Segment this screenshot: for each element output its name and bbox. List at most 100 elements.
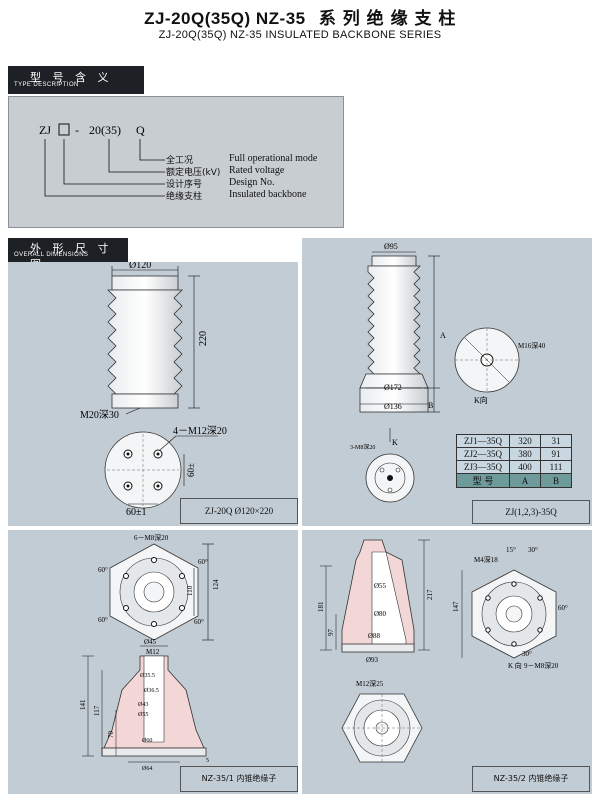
zj35-m: 3-M8深20: [350, 443, 375, 451]
table-cell: 型 号: [456, 473, 510, 488]
type-item-1-cn: 额定电压(kV): [166, 168, 221, 178]
zj35-k2: K: [392, 438, 398, 447]
table-row: ZJ3—35Q 400 111: [456, 460, 572, 474]
nz1-d35: Ø35.5: [140, 673, 155, 679]
table-header-row: 型 号 A B: [456, 473, 572, 488]
nz35-1-side-view: [101, 655, 207, 757]
nz2-d55: Ø55: [374, 582, 387, 590]
type-item-1-en: Rated voltage: [229, 165, 285, 176]
type-item-3-cn: 绝缘支柱: [166, 192, 203, 202]
nz1-h141: 141: [79, 699, 87, 710]
table-cell: ZJ2—35Q: [456, 447, 510, 461]
panel-zj-35q: Ø95 A B Ø172 Ø136 M16深40 K向 K 3-M8深20: [302, 238, 592, 526]
zj35-kview-label: K向: [474, 395, 488, 405]
nz1-h117: 117: [93, 705, 101, 716]
page-subtitle: ZJ-20Q(35Q) NZ-35 INSULATED BACKBONE SER…: [158, 29, 442, 41]
nz35-2-caption: NZ-35/2 内锥绝缘子: [472, 766, 590, 792]
nz35-2-side-view: [341, 539, 415, 653]
dim-header-en: OVERALL DIMENSIONS: [14, 252, 89, 258]
table-cell: B: [540, 473, 572, 488]
zj35-d2: Ø136: [384, 402, 402, 411]
type-item-2-cn: 设计序号: [166, 180, 203, 190]
zj-thread-label: M20深30: [80, 409, 119, 421]
panel-divider-v: [300, 238, 301, 794]
nz2-d80: Ø80: [374, 610, 387, 618]
nz2-d93: Ø93: [366, 656, 379, 664]
nz2-a15: 15°: [506, 546, 516, 554]
nz1-d60: Ø60: [142, 738, 152, 744]
leader-lines: [44, 139, 165, 197]
zj35-bottom-view: [365, 453, 415, 503]
page-title: ZJ-20Q(35Q) NZ-35 系 列 绝 缘 支 柱: [0, 4, 600, 29]
zj-35q-caption: ZJ(1,2,3)-35Q: [472, 500, 590, 524]
code-box: [58, 123, 70, 136]
zj35-k-view: [454, 327, 520, 393]
table-cell: ZJ1—35Q: [456, 434, 510, 448]
nz35-2-bottom-view: [341, 693, 423, 763]
zj-pitch-v: 60±: [186, 463, 196, 477]
zj-holes-label: 4－M12深20: [173, 425, 227, 437]
table-cell: 400: [509, 460, 541, 474]
panel-nz-35-2: 181 97 217 Ø55 Ø80 Ø88 Ø93 147 M4深18 15°…: [302, 530, 592, 794]
table-cell: 380: [509, 447, 541, 461]
nz1-d43: Ø43: [138, 702, 148, 708]
table-cell: ZJ3—35Q: [456, 460, 510, 474]
nz2-m12: M12深25: [356, 679, 384, 688]
nz2-h97: 97: [327, 629, 335, 637]
nz2-h181: 181: [317, 601, 325, 612]
nz1-w110: 110: [186, 585, 194, 596]
zj35-spec-table: ZJ1—35Q 320 31 ZJ2—35Q 380 91 ZJ3—35Q 40…: [456, 434, 572, 488]
nz35-2-drawing: 181 97 217 Ø55 Ø80 Ø88 Ø93 147 M4深18 15°…: [317, 539, 568, 763]
zj35-top: Ø95: [384, 242, 398, 251]
zj-height-label: 220: [198, 331, 209, 346]
table-cell: A: [509, 473, 541, 488]
nz1-d45: Ø45: [144, 638, 157, 646]
zj35-m16: M16深40: [518, 341, 546, 350]
zj35-spec-table-wrap: ZJ1—35Q 320 31 ZJ2—35Q 380 91 ZJ3—35Q 40…: [456, 434, 572, 488]
zj35-a: A: [440, 331, 446, 340]
nz2-a30a: 30°: [528, 546, 538, 554]
panel-zj-20q: Ø120 220 M20深30 4－M12深20 60± 60±1 ZJ-20Q…: [8, 260, 298, 526]
table-cell: 111: [540, 460, 572, 474]
zj-20q-caption: ZJ-20Q Ø120×220: [180, 498, 298, 524]
type-description-header: 型 号 含 义 TYPE DESCRIPTION: [8, 66, 144, 94]
nz1-w124: 124: [212, 579, 220, 590]
table-cell: 320: [509, 434, 541, 448]
zj-pitch-h: 60±1: [126, 507, 147, 518]
nz1-h5: 5: [206, 758, 209, 764]
zj-20q-insulator: [107, 275, 183, 409]
nz35-1-drawing: 6－M8深20 60° 60° 60° 60° 124 110 Ø45 M12 …: [79, 533, 220, 772]
nz35-1-caption: NZ-35/1 内锥绝缘子: [180, 766, 298, 792]
nz1-a60c: 60°: [98, 616, 108, 624]
code-voltage: 20(35): [89, 123, 121, 137]
type-item-0-en: Full operational mode: [229, 153, 318, 164]
type-description-box: ZJ - 20(35) Q 全工况 额定电压(kV) 设计序号 绝缘支柱 Ful…: [8, 96, 344, 228]
table-cell: 31: [540, 434, 572, 448]
code-zj: ZJ: [39, 123, 51, 137]
nz1-h70: 70: [107, 731, 115, 739]
nz35-2-top-view: [471, 569, 557, 659]
panel-nz-35-1: 6－M8深20 60° 60° 60° 60° 124 110 Ø45 M12 …: [8, 530, 298, 794]
nz1-m8: 6－M8深20: [134, 533, 169, 542]
table-row: ZJ2—35Q 380 91: [456, 447, 572, 461]
zj-20q-bottom-view: [104, 431, 182, 509]
table-cell: 91: [540, 447, 572, 461]
zj-20q-drawing: Ø120 220 M20深30 4－M12深20 60± 60±1: [80, 260, 227, 518]
nz2-m9: 9－M8深20: [524, 661, 559, 670]
zj35-d1: Ø172: [384, 383, 402, 392]
nz1-a60d: 60°: [194, 618, 204, 626]
overall-dimensions-header: 外 形 尺 寸 图 OVERALL DIMENSIONS: [8, 238, 128, 271]
zj-dia-label: Ø120: [129, 262, 151, 271]
nz35-1-top-view: [109, 543, 199, 641]
nz2-m4: M4深18: [474, 555, 498, 564]
table-row: ZJ1—35Q 320 31: [456, 434, 572, 448]
nz1-d64: Ø64: [142, 766, 152, 772]
code-q: Q: [136, 123, 145, 137]
panel-divider-h: [8, 527, 592, 529]
nz1-m12: M12: [146, 648, 160, 656]
type-item-2-en: Design No.: [229, 177, 275, 188]
nz1-d365: Ø36.5: [144, 688, 159, 694]
type-code-diagram: ZJ - 20(35) Q: [39, 123, 165, 197]
nz2-a60: 60°: [558, 604, 568, 612]
nz2-w147: 147: [452, 601, 460, 612]
